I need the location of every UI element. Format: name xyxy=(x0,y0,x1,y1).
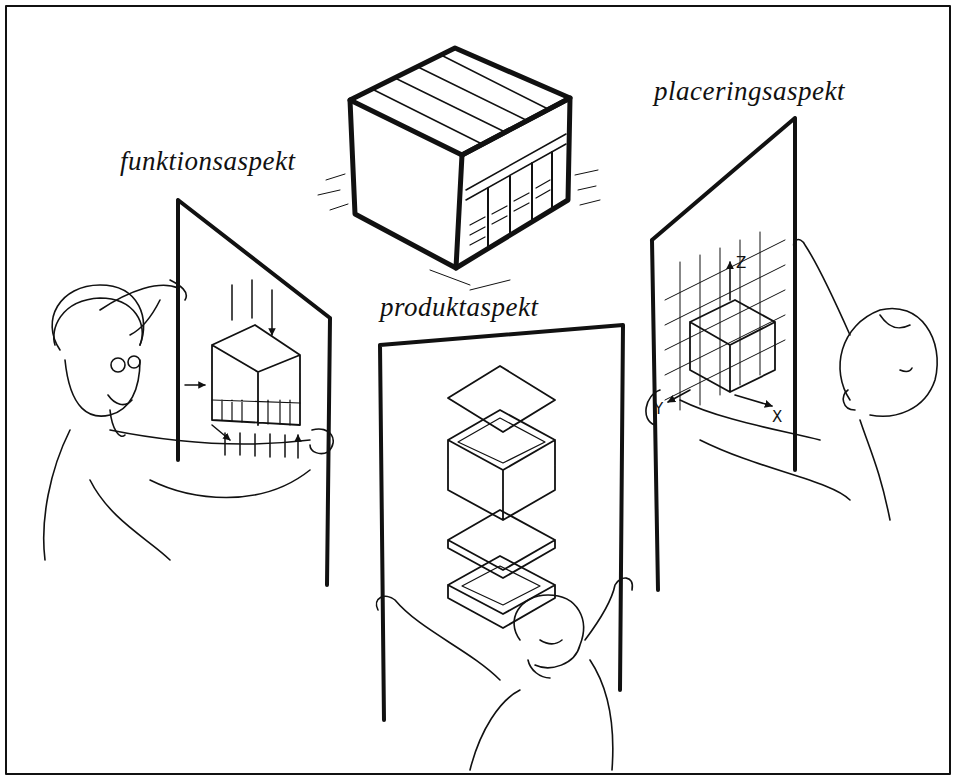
function-heading: funktionsaspekt xyxy=(120,146,295,177)
axis-label: X xyxy=(772,410,782,425)
product-heading: produktaspekt xyxy=(380,292,538,323)
placement-board xyxy=(652,118,795,590)
person-right xyxy=(646,240,937,520)
placement-heading: placeringsaspekt xyxy=(654,76,845,107)
person-middle xyxy=(376,578,632,770)
aspect-board: funktionsaspekt xyxy=(118,146,333,586)
axis-label: Y xyxy=(654,402,663,417)
axis-label: Z xyxy=(736,256,746,271)
aspect-board: placeringsaspekt xyxy=(650,76,912,591)
building xyxy=(318,48,600,290)
frame xyxy=(6,6,950,774)
person-left xyxy=(44,280,334,560)
aspect-board: produktaspekt xyxy=(378,292,628,722)
function-board xyxy=(178,200,330,585)
product-board xyxy=(380,325,623,720)
